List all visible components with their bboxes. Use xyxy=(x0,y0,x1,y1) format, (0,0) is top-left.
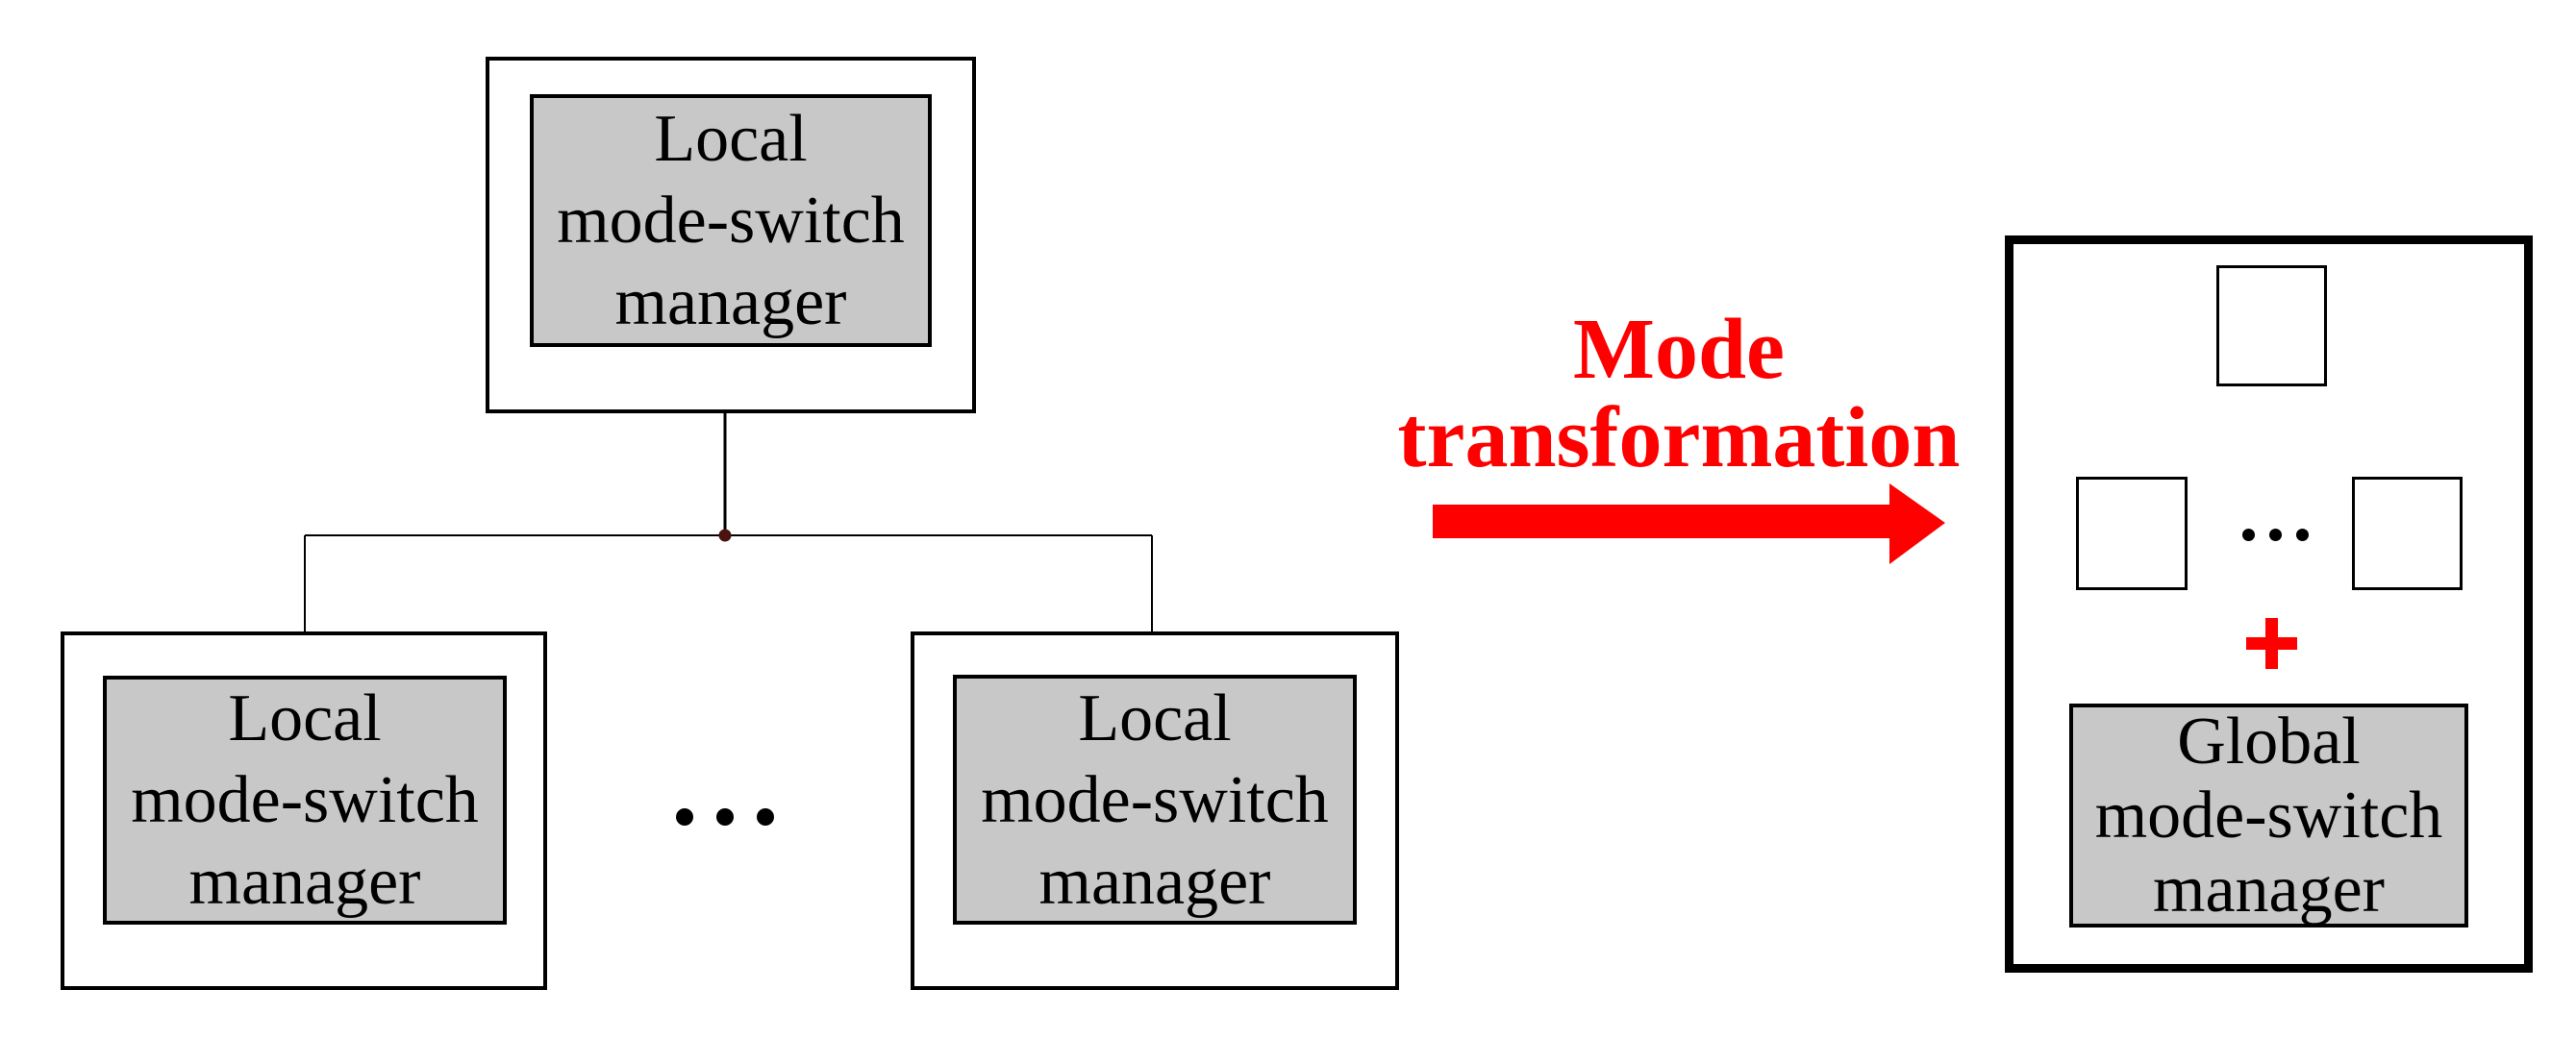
global-manager-label: Global mode-switch manager xyxy=(2094,705,2443,927)
mini-left-child-node xyxy=(2076,477,2188,590)
ellipsis-dot xyxy=(716,808,734,826)
mini-right-child-node xyxy=(2352,477,2463,590)
global-manager-box: Global mode-switch manager xyxy=(2069,704,2468,928)
root-manager-label: Local mode-switch manager xyxy=(557,102,905,339)
right-child-manager-label: Local mode-switch manager xyxy=(981,680,1329,919)
mini-ellipsis-icon xyxy=(2242,529,2309,541)
ellipsis-dot xyxy=(757,808,774,826)
mode-transformation-arrow-icon xyxy=(1433,483,1945,564)
left-child-manager-box: Local mode-switch manager xyxy=(103,676,507,925)
ellipsis-icon xyxy=(676,808,774,826)
junction-dot-icon xyxy=(718,529,732,542)
ellipsis-dot xyxy=(2269,529,2282,541)
right-child-manager-box: Local mode-switch manager xyxy=(953,675,1357,925)
ellipsis-dot xyxy=(2242,529,2255,541)
ellipsis-dot xyxy=(2296,529,2309,541)
ellipsis-dot xyxy=(676,808,693,826)
left-child-manager-label: Local mode-switch manager xyxy=(131,681,479,919)
plus-icon-vbar xyxy=(2265,618,2278,669)
root-manager-box: Local mode-switch manager xyxy=(530,94,932,347)
mini-root-node xyxy=(2216,265,2327,386)
mode-transformation-label: Mode transformation xyxy=(1397,302,1961,485)
